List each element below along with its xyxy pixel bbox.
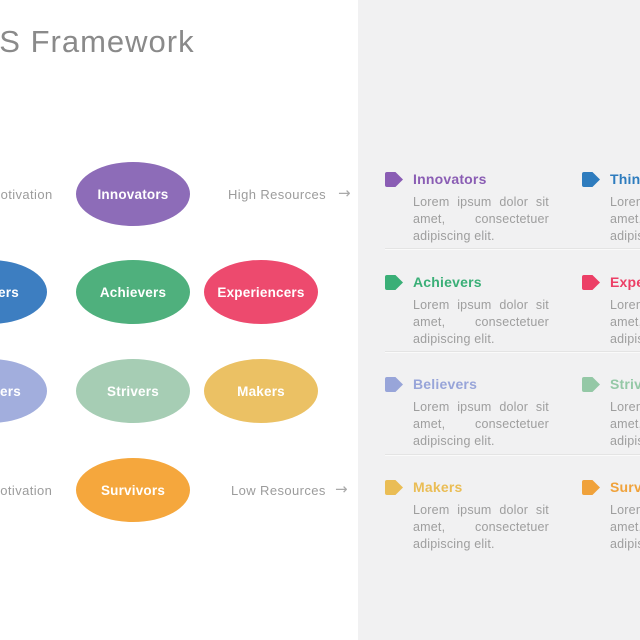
detail-title: Thinkers xyxy=(610,171,640,187)
ellipse-thinkers: Thinkers xyxy=(0,260,47,324)
detail-item-strivers: Strivers Lorem ipsum dolor sit amet, con… xyxy=(582,375,640,450)
detail-description: Lorem ipsum dolor sit amet, consectetuer… xyxy=(610,195,640,243)
detail-item-thinkers: Thinkers Lorem ipsum dolor sit amet, con… xyxy=(582,170,640,245)
ellipse-makers: Makers xyxy=(204,359,318,423)
detail-item-achievers: Achievers Lorem ipsum dolor sit amet, co… xyxy=(385,273,549,348)
label-high-resources: High Resources xyxy=(228,187,327,202)
detail-title: Experiencers xyxy=(610,274,640,290)
detail-description: Lorem ipsum dolor sit amet, consectetuer… xyxy=(610,298,640,346)
arrow-tag-icon xyxy=(385,377,403,392)
ellipse-innovators: Innovators xyxy=(76,162,190,226)
detail-item-survivors: Survivors Lorem ipsum dolor sit amet, co… xyxy=(582,478,640,553)
ellipse-label: Makers xyxy=(237,383,285,399)
arrow-tag-icon xyxy=(385,172,403,187)
ellipse-label: Thinkers xyxy=(0,284,19,300)
ellipse-strivers: Strivers xyxy=(76,359,190,423)
detail-description: Lorem ipsum dolor sit amet, consectetuer… xyxy=(413,195,549,243)
arrow-tag-icon xyxy=(582,275,600,290)
ellipse-label: Believers xyxy=(0,383,21,399)
detail-description: Lorem ipsum dolor sit amet, consectetuer… xyxy=(413,503,549,551)
label-high-motivation: High Motivation xyxy=(0,187,53,202)
detail-title: Strivers xyxy=(610,376,640,392)
detail-title: Achievers xyxy=(413,274,482,290)
slide-title: VALS Framework xyxy=(0,24,195,59)
detail-title: Innovators xyxy=(413,171,487,187)
ellipse-label: Innovators xyxy=(97,186,169,202)
divider xyxy=(385,351,640,352)
arrow-tag-icon xyxy=(582,480,600,495)
detail-item-experiencers: Experiencers Lorem ipsum dolor sit amet,… xyxy=(582,273,640,348)
ellipse-survivors: Survivors xyxy=(76,458,190,522)
ellipse-achievers: Achievers xyxy=(76,260,190,324)
detail-item-innovators: Innovators Lorem ipsum dolor sit amet, c… xyxy=(385,170,549,245)
arrow-tag-icon xyxy=(582,377,600,392)
ellipse-experiencers: Experiencers xyxy=(204,260,318,324)
right-arrow-icon: → xyxy=(338,184,351,202)
detail-title: Makers xyxy=(413,479,463,495)
arrow-tag-icon xyxy=(385,480,403,495)
detail-item-believers: Believers Lorem ipsum dolor sit amet, co… xyxy=(385,375,549,450)
details-panel-background xyxy=(358,0,640,640)
arrow-tag-icon xyxy=(582,172,600,187)
right-arrow-icon: → xyxy=(335,480,348,498)
ellipse-label: Survivors xyxy=(100,482,166,498)
detail-item-makers: Makers Lorem ipsum dolor sit amet, conse… xyxy=(385,478,549,553)
ellipse-label: Strivers xyxy=(107,383,159,399)
ellipse-label: Experiencers xyxy=(217,284,305,300)
label-low-resources: Low Resources xyxy=(231,483,326,498)
detail-description: Lorem ipsum dolor sit amet, consectetuer… xyxy=(413,400,549,448)
divider xyxy=(385,248,640,249)
detail-title: Believers xyxy=(413,376,478,392)
detail-description: Lorem ipsum dolor sit amet, consectetuer… xyxy=(610,400,640,448)
detail-description: Lorem ipsum dolor sit amet, consectetuer… xyxy=(610,503,640,551)
ellipse-believers: Believers xyxy=(0,359,47,423)
divider xyxy=(385,454,640,455)
detail-description: Lorem ipsum dolor sit amet, consectetuer… xyxy=(413,298,549,346)
arrow-tag-icon xyxy=(385,275,403,290)
ellipse-label: Achievers xyxy=(99,284,167,300)
label-low-motivation: Low Motivation xyxy=(0,483,53,498)
detail-title: Survivors xyxy=(610,479,640,495)
